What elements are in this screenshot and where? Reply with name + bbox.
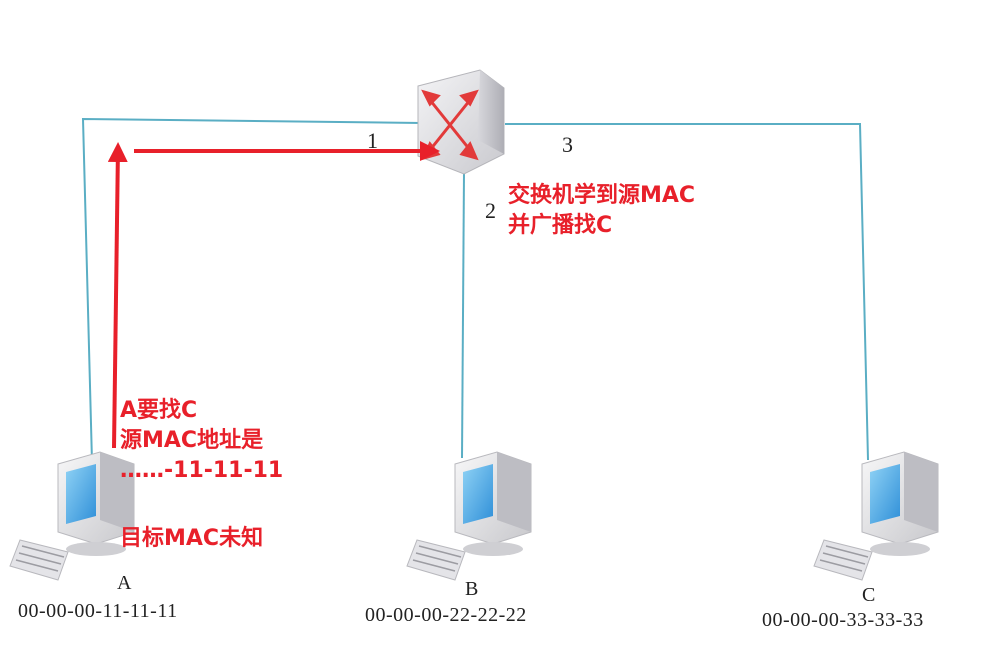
- host-a-label: A: [117, 572, 132, 594]
- host-a-note-line-3: ……-11-11-11: [120, 458, 284, 483]
- host-a-annotation: A要找C 源MAC地址是 ……-11-11-11: [120, 396, 283, 486]
- port-3-label: 3: [562, 132, 573, 157]
- host-c-mac: 00-00-00-33-33-33: [762, 609, 924, 631]
- switch-note-line-2: 并广播找C: [508, 213, 613, 238]
- frame-path-arrows: [107, 141, 440, 449]
- arrow-up-from-a: [107, 142, 128, 449]
- host-a-note-line-2: 源MAC地址是: [120, 428, 264, 453]
- host-b-label: B: [465, 578, 479, 600]
- computer-b-icon: [406, 451, 532, 581]
- port-2-label: 2: [485, 198, 496, 223]
- link-switch-port-2-to-b: [461, 171, 465, 459]
- switch-note-line-1: 交换机学到源MAC: [508, 183, 696, 208]
- host-b-mac: 00-00-00-22-22-22: [365, 604, 527, 626]
- link-switch-port-3-to-c: [505, 123, 869, 461]
- switch-icon: [417, 69, 505, 175]
- computer-a-icon: [9, 451, 135, 581]
- host-c-label: C: [862, 584, 876, 606]
- host-a-target-note: 目标MAC未知: [120, 526, 264, 551]
- host-a-mac: 00-00-00-11-11-11: [18, 600, 178, 622]
- link-a-to-switch-port-1: [81, 117, 423, 463]
- host-a-note-line-1: A要找C: [120, 398, 198, 423]
- network-links: [81, 117, 869, 463]
- port-1-label: 1: [367, 128, 378, 153]
- switch-annotation: 交换机学到源MAC 并广播找C: [508, 181, 695, 241]
- computer-c-icon: [813, 451, 939, 581]
